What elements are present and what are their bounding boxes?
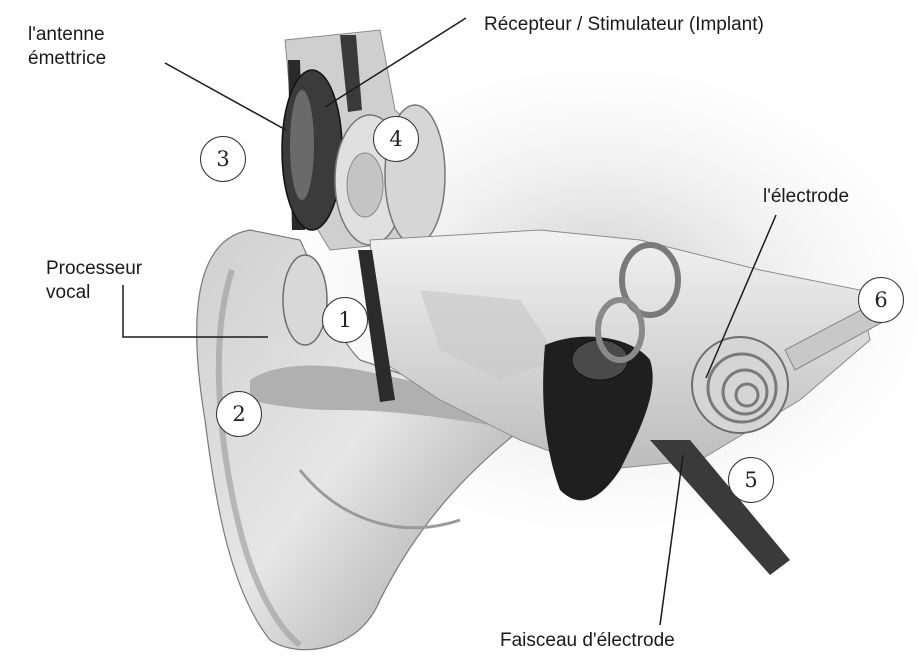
receiver-inner — [347, 153, 383, 217]
label-recepteur: Récepteur / Stimulateur (Implant) — [484, 14, 764, 36]
label-electrode: l'électrode — [763, 186, 849, 208]
label-processeur-line1: Processeur — [46, 258, 142, 280]
label-faisceau: Faisceau d'électrode — [500, 630, 675, 652]
marker-3: 3 — [200, 136, 246, 182]
marker-5: 5 — [728, 457, 774, 503]
label-antenne-line1: l'antenne — [28, 24, 105, 46]
marker-2: 2 — [216, 391, 262, 437]
label-processeur-line2: vocal — [46, 282, 90, 304]
marker-1: 1 — [322, 297, 368, 343]
leader-antenne — [165, 63, 286, 130]
cochlea — [692, 337, 788, 433]
marker-4: 4 — [373, 116, 419, 162]
speech-processor — [283, 255, 327, 345]
marker-6: 6 — [858, 277, 904, 323]
implant-highlight — [290, 90, 314, 200]
label-antenne-line2: émettrice — [28, 48, 106, 70]
